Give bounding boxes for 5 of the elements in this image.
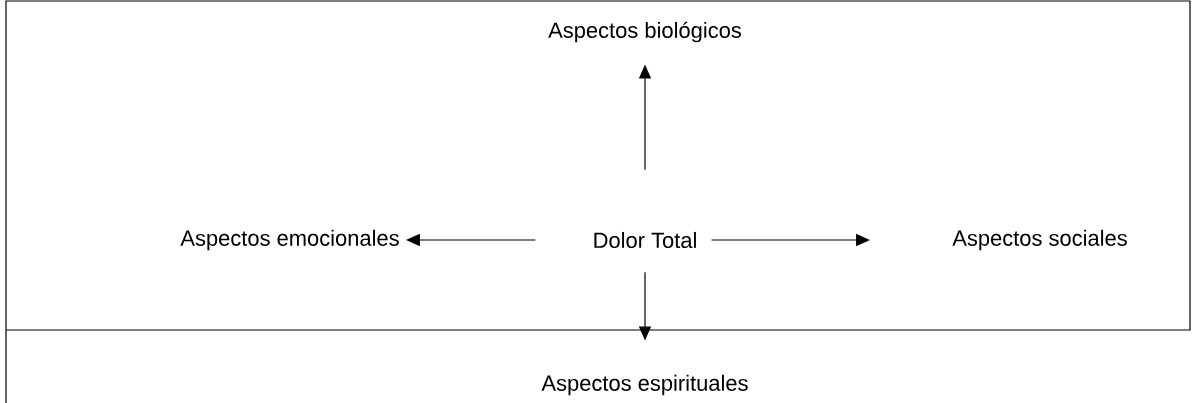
text-label: Aspectos espirituales [541,374,748,396]
text-label: Dolor Total [594,231,696,249]
text-label: Aspectos emocionales [180,229,399,251]
text-label: Aspectos sociales [952,229,1127,251]
text-label: Aspectos biológicos [548,21,741,43]
